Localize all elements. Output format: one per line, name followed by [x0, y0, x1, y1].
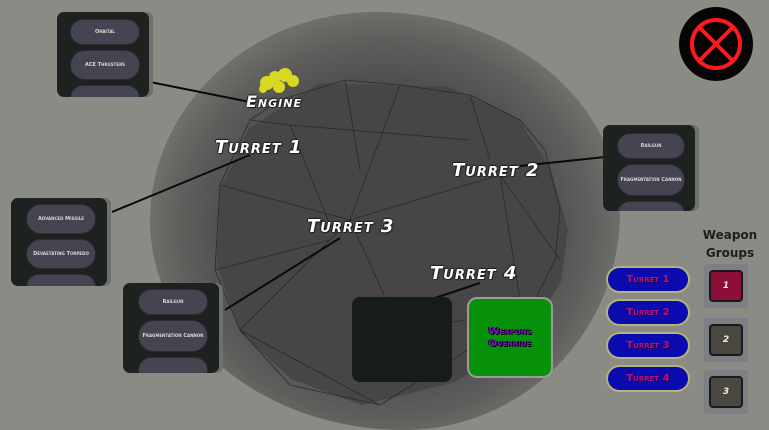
engine-option-orbital[interactable]: Orbital [70, 19, 140, 45]
turret2-options-panel: Railgun Fragmentation Cannon [603, 125, 699, 211]
turret3-label[interactable]: Turret 3 [307, 216, 395, 237]
turret3-options-panel: Railgun Fragmentation Cannon [123, 283, 223, 373]
weapon-group-2-button[interactable]: 2 [709, 324, 743, 356]
turret1-option-devastating-torpedo[interactable]: Devastating Torpedo [26, 239, 96, 269]
turret2-label[interactable]: Turret 2 [452, 160, 540, 181]
close-button[interactable] [679, 7, 753, 81]
engine-label[interactable]: Engine [246, 92, 302, 111]
engine-flame-icon [259, 68, 299, 93]
weapon-group-slot-2: 2 [704, 318, 748, 362]
turret1-leader-line [111, 154, 251, 213]
engine-option-3[interactable] [70, 85, 140, 97]
close-x-icon [690, 18, 742, 70]
weapon-group-1-button[interactable]: 1 [709, 270, 743, 302]
turret2-option-fragmentation-cannon[interactable]: Fragmentation Cannon [617, 164, 685, 196]
weapon-group-3-button[interactable]: 3 [709, 376, 743, 408]
turret3-option-railgun[interactable]: Railgun [138, 289, 208, 315]
turret3-option-3[interactable] [138, 357, 208, 373]
turret4-label[interactable]: Turret 4 [430, 263, 518, 284]
turret1-options-panel: Advanced Missile Devastating Torpedo [11, 198, 111, 286]
turret2-option-railgun[interactable]: Railgun [617, 133, 685, 159]
turret2-option-3[interactable] [617, 201, 685, 211]
turret4-leader-line [434, 282, 481, 299]
engine-options-panel: Orbital ACE Thrusters [57, 12, 153, 97]
turret3-leader-line [224, 237, 341, 311]
engine-option-ace-thrusters[interactable]: ACE Thrusters [70, 50, 140, 80]
turret2-select-button[interactable]: Turret 2 [606, 299, 690, 326]
turret3-option-fragmentation-cannon[interactable]: Fragmentation Cannon [138, 320, 208, 352]
minimap-panel [352, 297, 452, 382]
engine-leader-line [149, 81, 256, 104]
turret1-select-button[interactable]: Turret 1 [606, 266, 690, 293]
weapon-groups-title: Weapon Groups [702, 228, 758, 260]
weapon-group-slot-3: 3 [704, 370, 748, 414]
turret1-option-advanced-missile[interactable]: Advanced Missile [26, 204, 96, 234]
turret1-label[interactable]: Turret 1 [215, 137, 303, 158]
turret2-leader-line [519, 156, 606, 167]
weapon-group-slot-1: 1 [704, 264, 748, 308]
weapons-override-button[interactable]: Weapons Override [467, 297, 553, 378]
turret4-select-button[interactable]: Turret 4 [606, 365, 690, 392]
turret3-select-button[interactable]: Turret 3 [606, 332, 690, 359]
turret1-option-3[interactable] [26, 274, 96, 286]
